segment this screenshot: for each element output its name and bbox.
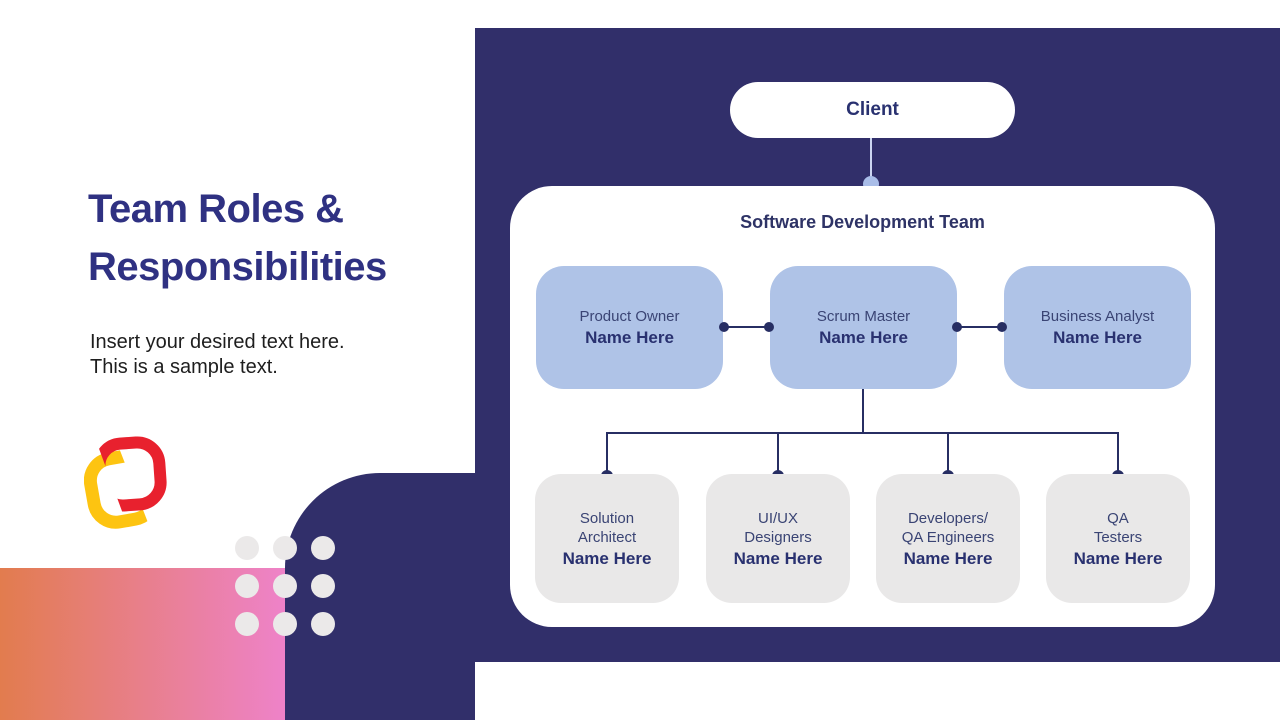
- role-box-uiux-designers: UI/UX Designers Name Here: [706, 474, 850, 603]
- role-label: Business Analyst: [1040, 308, 1155, 325]
- role-label: Scrum Master: [816, 308, 911, 325]
- team-card-title: Software Development Team: [740, 212, 985, 232]
- name-placeholder: Name Here: [1053, 328, 1142, 347]
- name-placeholder: Name Here: [562, 548, 652, 568]
- connector-line: [957, 326, 1004, 328]
- role-box-business-analyst: Business Analyst Name Here: [1004, 266, 1191, 389]
- connector-stem: [862, 389, 864, 433]
- connector-drop: [777, 433, 779, 471]
- connector-dot: [952, 322, 962, 332]
- connector-drop: [606, 433, 608, 471]
- role-box-product-owner: Product Owner Name Here: [536, 266, 723, 389]
- name-placeholder: Name Here: [733, 548, 823, 568]
- page-title: Team Roles & Responsibilities: [88, 187, 387, 289]
- connector-dot: [719, 322, 729, 332]
- dots-pattern-decoration: [235, 536, 335, 636]
- brand-logo-icon: [84, 436, 167, 529]
- connector-drop: [1117, 433, 1119, 471]
- client-label: Client: [846, 99, 899, 120]
- name-placeholder: Name Here: [903, 548, 993, 568]
- name-placeholder: Name Here: [819, 328, 908, 347]
- role-box-solution-architect: Solution Architect Name Here: [535, 474, 679, 603]
- connector-crossbar: [606, 432, 1119, 434]
- connector-dot: [997, 322, 1007, 332]
- connector-line: [723, 326, 770, 328]
- role-label: Solution Architect: [577, 509, 637, 546]
- role-label: UI/UX Designers: [744, 509, 812, 546]
- name-placeholder: Name Here: [585, 328, 674, 347]
- body-text: Insert your desired text here. This is a…: [90, 331, 345, 378]
- connector-drop: [947, 433, 949, 471]
- role-label: Product Owner: [579, 308, 680, 325]
- role-box-scrum-master: Scrum Master Name Here: [770, 266, 957, 389]
- role-box-qa-testers: QA Testers Name Here: [1046, 474, 1190, 603]
- name-placeholder: Name Here: [1073, 548, 1163, 568]
- role-label: Developers/ QA Engineers: [901, 509, 995, 546]
- role-label: QA Testers: [1093, 509, 1143, 546]
- client-node: Client: [730, 82, 1015, 138]
- client-connector-line: [870, 138, 872, 178]
- role-box-developers-qa-engineers: Developers/ QA Engineers Name Here: [876, 474, 1020, 603]
- connector-dot: [764, 322, 774, 332]
